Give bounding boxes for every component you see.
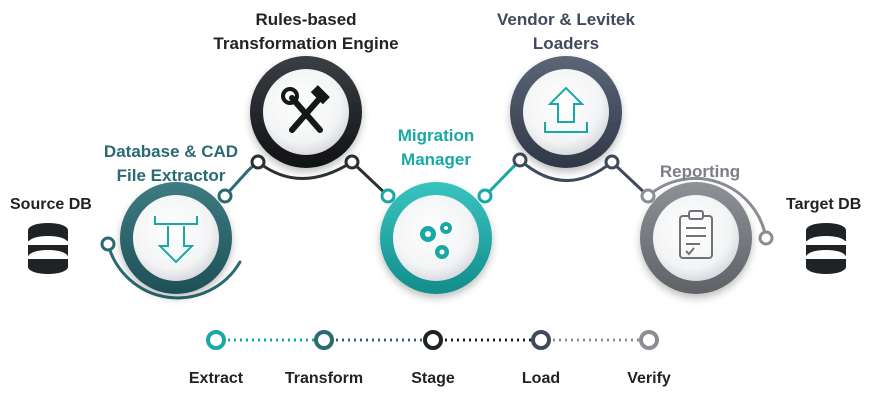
extractor-outer-arc [106, 242, 242, 300]
source-database-icon [28, 223, 68, 274]
step-label-transform: Transform [284, 370, 364, 387]
reporting-outer-arc [646, 177, 768, 240]
dot-manager-left [380, 188, 396, 204]
step-dot-transform [314, 330, 334, 350]
loaders-to-reporting-line [610, 160, 650, 198]
step-label-stage: Stage [411, 370, 455, 387]
loaders-base-arc [518, 158, 614, 182]
step-dot-load [531, 330, 551, 350]
dot-reporting-left [640, 188, 656, 204]
wrench-hammer-icon [281, 85, 330, 133]
loaders-title: Vendor & Levitek Loaders [476, 8, 656, 56]
dot-reporting-right [758, 230, 774, 246]
node-loaders [510, 56, 622, 168]
reporting-title-text: Reporting [659, 162, 741, 181]
manager-title-line2: Manager [401, 150, 471, 169]
transformer-title-line1: Rules-based [255, 10, 357, 29]
manager-title-line1: Migration [397, 126, 475, 145]
upload-arrow-icon [544, 86, 588, 133]
node-manager [380, 182, 492, 294]
extractor-title-line2: File Extractor [116, 166, 226, 185]
reporting-title: Reporting [640, 160, 760, 184]
source-db-label: Source DB [10, 196, 92, 213]
transformer-title: Rules-based Transformation Engine [206, 8, 406, 56]
loaders-title-line2: Loaders [532, 34, 600, 53]
extractor-title-line1: Database & CAD [103, 142, 239, 161]
target-db-label: Target DB [786, 196, 862, 213]
gears-icon [420, 222, 452, 259]
step-dot-extract [206, 330, 226, 350]
extractor-title: Database & CAD File Extractor [96, 140, 246, 188]
dot-loaders-right [604, 154, 620, 170]
connector-dots [100, 152, 774, 252]
target-database-icon [806, 223, 846, 274]
dot-manager-right [477, 188, 493, 204]
transformer-base-arc [256, 160, 354, 180]
clipboard-checklist-icon [679, 210, 713, 259]
node-extractor [120, 182, 232, 294]
transformer-to-manager-line [350, 160, 390, 198]
loaders-title-line1: Vendor & Levitek [497, 10, 635, 29]
download-arrow-icon [154, 216, 198, 264]
step-dot-verify [639, 330, 659, 350]
dot-transformer-left [250, 154, 266, 170]
stage-timeline [206, 330, 659, 350]
node-reporting [640, 182, 752, 294]
step-label-load: Load [521, 370, 561, 387]
step-label-extract: Extract [188, 370, 244, 387]
dot-extractor-left [100, 236, 116, 252]
manager-to-loaders-line [483, 158, 522, 198]
transformer-title-line2: Transformation Engine [213, 34, 399, 53]
step-label-verify: Verify [627, 370, 671, 387]
dot-transformer-right [344, 154, 360, 170]
manager-title: Migration Manager [386, 124, 486, 172]
dot-extractor-top [217, 188, 233, 204]
step-dot-stage [423, 330, 443, 350]
connector-lines [106, 158, 768, 300]
dot-loaders-left [512, 152, 528, 168]
